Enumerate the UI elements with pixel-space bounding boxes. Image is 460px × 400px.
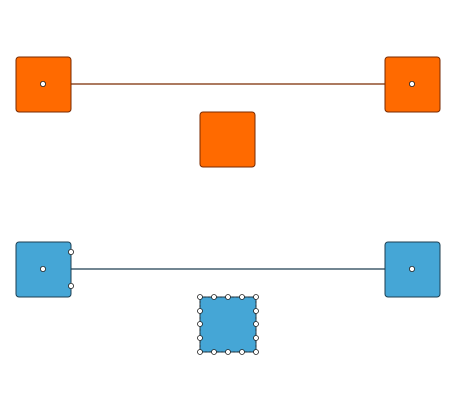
port-blue-left-center[interactable] [40, 265, 47, 272]
resize-handle[interactable] [211, 294, 217, 300]
resize-handle[interactable] [253, 321, 259, 327]
node-blue-middle[interactable] [199, 296, 257, 353]
resize-handle[interactable] [253, 308, 259, 314]
port-orange-left-center[interactable] [40, 81, 47, 88]
resize-handle[interactable] [239, 294, 245, 300]
resize-handle[interactable] [211, 349, 217, 355]
port-blue-left-side-bottom[interactable] [68, 282, 75, 289]
port-orange-right-center[interactable] [408, 81, 415, 88]
resize-handle[interactable] [197, 294, 203, 300]
selection-handles [197, 294, 259, 355]
resize-handle[interactable] [197, 335, 203, 341]
resize-handle[interactable] [253, 335, 259, 341]
resize-handle[interactable] [253, 294, 259, 300]
port-blue-left-side-top[interactable] [68, 248, 75, 255]
resize-handle[interactable] [197, 321, 203, 327]
resize-handle[interactable] [225, 294, 231, 300]
resize-handle[interactable] [253, 349, 259, 355]
port-blue-right-center[interactable] [408, 265, 415, 272]
node-orange-middle[interactable] [199, 111, 256, 168]
resize-handle[interactable] [225, 349, 231, 355]
resize-handle[interactable] [239, 349, 245, 355]
resize-handle[interactable] [197, 308, 203, 314]
resize-handle[interactable] [197, 349, 203, 355]
